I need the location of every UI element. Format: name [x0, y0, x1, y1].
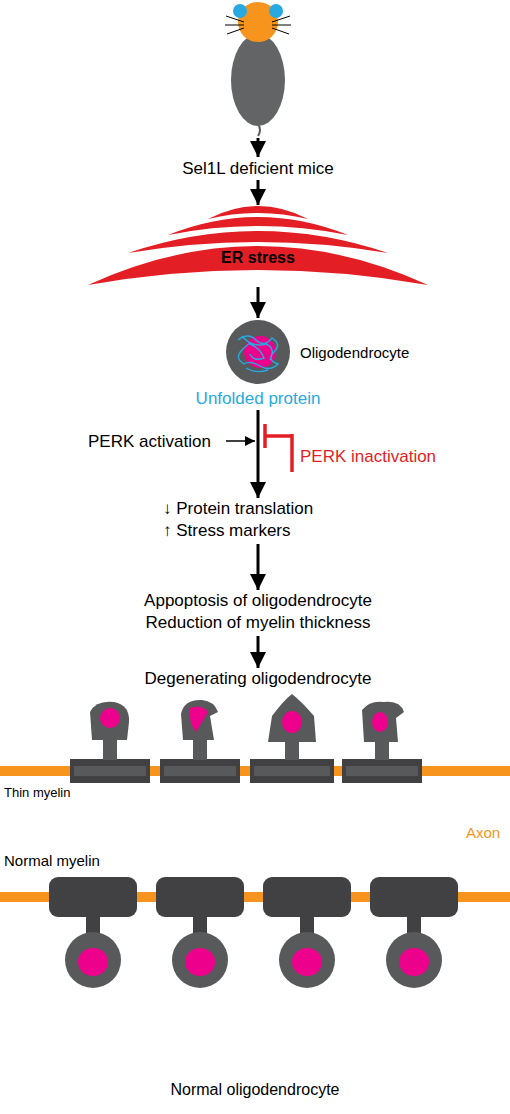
text-node: Appoptosis of oligodendrocyteReduction o…	[108, 590, 408, 636]
normal-cell	[263, 877, 351, 988]
text-node: ↓ Protein translation↑ Stress markers	[163, 498, 353, 544]
degenerating-cell	[160, 700, 240, 783]
degenerating-cell	[70, 702, 150, 783]
annotation-label: PERK inactivation	[300, 446, 436, 467]
node-text: ER stress	[83, 249, 433, 267]
cell-body	[226, 320, 290, 384]
normal-cell	[370, 877, 458, 988]
text-node: Degenerating oligodendrocyte	[128, 668, 388, 690]
stress-band: ER stress	[83, 205, 433, 287]
node-text: ↑ Stress markers	[163, 520, 353, 542]
node-text: Sel1L deficient mice	[153, 158, 363, 180]
unfolded-protein	[238, 336, 278, 372]
node-text: ↓ Protein translation	[163, 498, 353, 520]
mouse-ear	[269, 4, 283, 18]
annotation-label: Normal oligodendrocyte	[0, 1080, 510, 1100]
normal-cell	[49, 877, 137, 988]
mouse-body	[231, 34, 285, 126]
axon	[0, 766, 510, 776]
flow-arrow	[257, 410, 260, 498]
cell-node: OligodendrocyteUnfolded protein	[190, 318, 326, 410]
annotation-label: Axon	[466, 823, 500, 842]
mouse-whiskers	[225, 16, 291, 34]
flow-arrow	[257, 636, 260, 668]
er-stress-arcs	[83, 205, 433, 287]
degenerating-cell	[250, 694, 334, 783]
annotation-label: PERK activation	[88, 431, 211, 452]
mouse-ear	[233, 4, 247, 18]
node-text: Degenerating oligodendrocyte	[128, 668, 388, 690]
annotation-label: Thin myelin	[4, 784, 70, 801]
normal-cell	[156, 877, 244, 988]
mouse-arrow	[257, 138, 260, 157]
node-text: Unfolded protein	[160, 388, 356, 410]
flow-arrow	[257, 180, 260, 205]
flow-arrow	[257, 287, 260, 318]
mouse-illustration	[225, 2, 291, 136]
annotation-label: Normal myelin	[4, 851, 100, 870]
node-text: Appoptosis of oligodendrocyte	[108, 590, 408, 612]
degenerating-cell	[342, 702, 422, 783]
node-text: Reduction of myelin thickness	[108, 612, 408, 634]
inhibition-symbol	[265, 424, 292, 472]
flow-arrow	[257, 544, 260, 590]
activation-arrow	[226, 440, 255, 442]
text-node: Sel1L deficient mice	[153, 158, 363, 180]
node-text: Oligodendrocyte	[300, 342, 409, 364]
